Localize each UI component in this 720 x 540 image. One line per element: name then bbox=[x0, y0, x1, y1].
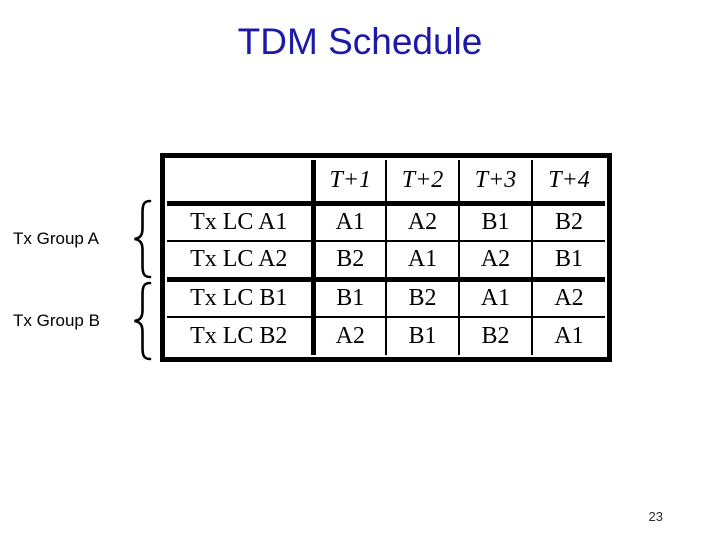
tdm-schedule-table: T+1 T+2 T+3 T+4 Tx LC A1 A1 A2 B1 B2 Tx … bbox=[160, 153, 612, 362]
slot-cell: A2 bbox=[458, 240, 533, 282]
slot-cell: B2 bbox=[531, 202, 605, 242]
slot-cell: B2 bbox=[458, 316, 533, 355]
row-label-cell: Tx LC B2 bbox=[167, 316, 316, 355]
slot-cell: B2 bbox=[385, 278, 460, 318]
slot-cell: B1 bbox=[531, 240, 605, 282]
corner-cell bbox=[167, 160, 316, 206]
slot-cell: A1 bbox=[385, 240, 460, 282]
row-label-cell: Tx LC B1 bbox=[167, 278, 316, 318]
slot-cell: B1 bbox=[312, 278, 387, 318]
slot-cell: A2 bbox=[531, 278, 605, 318]
slot-cell: B1 bbox=[385, 316, 460, 355]
tx-group-a-label: Tx Group A bbox=[13, 229, 99, 248]
slot-cell: A1 bbox=[312, 202, 387, 242]
column-header-t3: T+3 bbox=[458, 160, 533, 206]
slot-cell: B1 bbox=[458, 202, 533, 242]
slot-cell: B2 bbox=[312, 240, 387, 282]
row-label-cell: Tx LC A1 bbox=[167, 202, 316, 242]
tx-group-b-label: Tx Group B bbox=[13, 311, 100, 330]
page-title: TDM Schedule bbox=[237, 21, 483, 62]
curly-brace-icon bbox=[134, 281, 152, 361]
slot-cell: A1 bbox=[458, 278, 533, 318]
column-header-t4: T+4 bbox=[531, 160, 605, 206]
table-row: Tx LC B2 A2 B1 B2 A1 bbox=[167, 316, 605, 355]
slot-cell: A2 bbox=[385, 202, 460, 242]
column-header-t1: T+1 bbox=[312, 160, 387, 206]
row-label-cell: Tx LC A2 bbox=[167, 240, 316, 282]
slot-cell: A2 bbox=[312, 316, 387, 355]
table-header-row: T+1 T+2 T+3 T+4 bbox=[167, 160, 605, 206]
table-row: Tx LC A1 A1 A2 B1 B2 bbox=[167, 202, 605, 242]
slot-cell: A1 bbox=[531, 316, 605, 355]
column-header-t2: T+2 bbox=[385, 160, 460, 206]
curly-brace-icon bbox=[134, 199, 152, 279]
page-number: 23 bbox=[648, 509, 663, 524]
table-row: Tx LC A2 B2 A1 A2 B1 bbox=[167, 240, 605, 282]
table-row: Tx LC B1 B1 B2 A1 A2 bbox=[167, 278, 605, 318]
